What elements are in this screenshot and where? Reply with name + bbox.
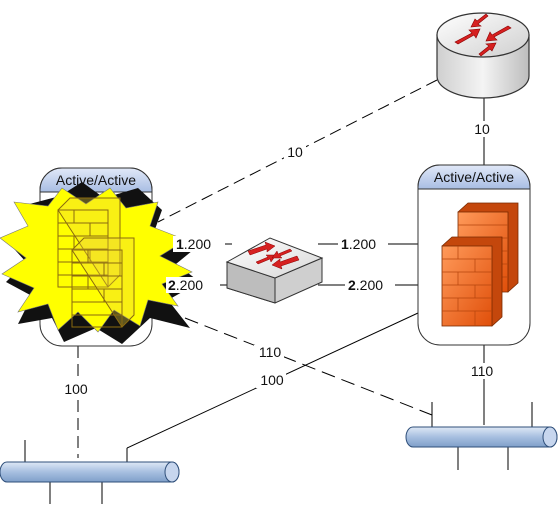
- label-router-right: 10: [474, 121, 490, 137]
- network-segment-right: [405, 402, 558, 470]
- port-left-bottom: 2.200: [168, 277, 203, 293]
- right-cluster-label: Active/Active: [434, 169, 514, 185]
- switch-icon: [225, 237, 324, 304]
- label-right-fw-100: 100: [260, 372, 284, 388]
- left-cluster: Active/Active: [0, 167, 200, 347]
- label-right-seg-110: 110: [471, 363, 494, 379]
- link-left-fw-right-seg: [184, 317, 433, 416]
- label-left-fw-110: 110: [259, 344, 282, 360]
- port-right-bottom: 2.200: [348, 277, 383, 293]
- port-left-top: 1.200: [176, 236, 211, 252]
- link-router-left-fw: [157, 79, 438, 223]
- left-cluster-label: Active/Active: [56, 172, 136, 188]
- label-left-seg-100: 100: [64, 381, 88, 397]
- label-router-left: 10: [287, 144, 303, 160]
- network-segment-left: [0, 440, 180, 504]
- router-icon: [436, 12, 530, 99]
- port-right-top: 1.200: [341, 236, 376, 252]
- right-cluster: Active/Active: [417, 164, 531, 346]
- firewall-icon-left: [57, 197, 135, 328]
- firewall-icon-right: [441, 202, 519, 327]
